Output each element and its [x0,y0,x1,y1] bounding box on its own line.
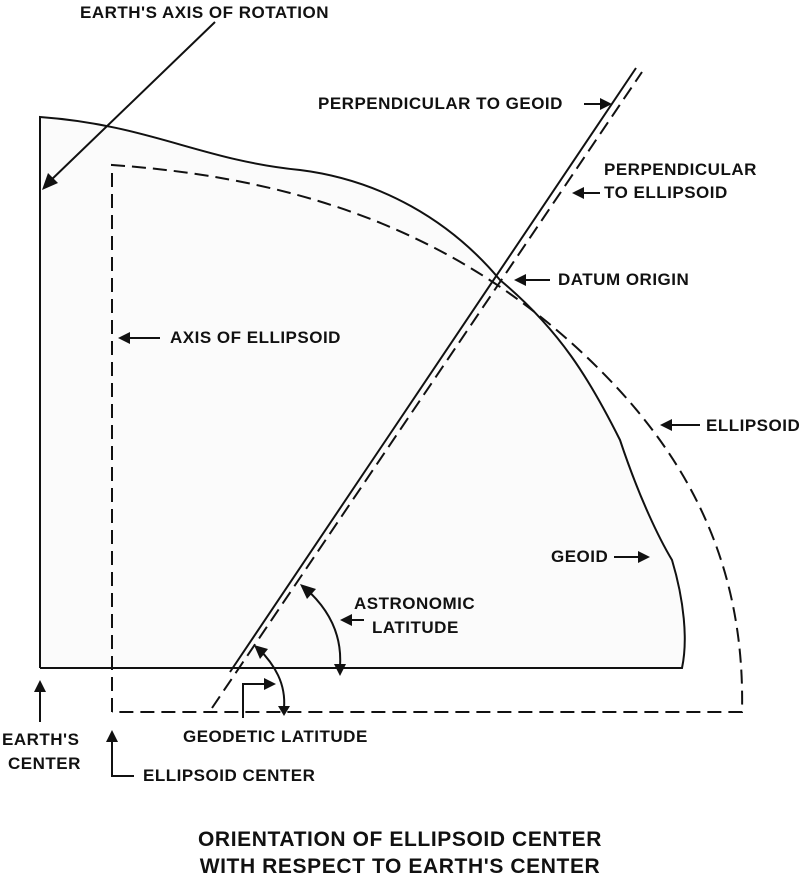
geoid-curve [39,115,686,669]
perp-ellipsoid-arrowhead [572,187,584,199]
diagram-title-line2: WITH RESPECT TO EARTH'S CENTER [199,855,601,878]
perpendicular-geoid-line [229,67,637,673]
geodetic-pointer-arrowhead [264,678,276,690]
label-geoid: GEOID [551,547,609,566]
astronomic-arrowhead [340,614,352,626]
earth-center-arrowhead [34,680,46,692]
label-astronomic-latitude-line2: LATITUDE [372,618,459,637]
diagram-title-line1: ORIENTATION OF ELLIPSOID CENTER [198,828,602,851]
ellipsoid-center-arrowhead [106,730,118,742]
label-ellipsoid-center: ELLIPSOID CENTER [143,766,316,785]
ellipsoid-arrowhead [660,419,672,431]
perpendicular-ellipsoid-line [211,71,643,709]
astronomic-arc-arrowhead-top [300,584,316,599]
perp-geoid-arrowhead [600,98,612,110]
ellipsoid-center-pointer [111,742,134,777]
label-perpendicular-ellipsoid-line1: PERPENDICULAR [604,160,757,179]
label-astronomic-latitude-line1: ASTRONOMIC [354,594,476,613]
label-datum-origin: DATUM ORIGIN [558,270,690,289]
geoid-region-fill [40,117,685,668]
label-earth-axis: EARTH'S AXIS OF ROTATION [80,3,330,22]
label-earth-center-line1: EARTH'S [2,730,80,749]
geodetic-arc-arrowhead-bottom [278,706,290,716]
earth-axis-arrowhead [42,173,58,190]
label-axis-of-ellipsoid: AXIS OF ELLIPSOID [170,328,341,347]
datum-origin-arrowhead [514,274,526,286]
earth-axis-pointer [47,21,216,184]
label-perpendicular-geoid: PERPENDICULAR TO GEOID [318,94,563,113]
astronomic-arc-arrowhead-bottom [334,664,346,676]
axis-ellipsoid-arrowhead [118,332,130,344]
ellipsoid-curve [111,163,744,713]
label-perpendicular-ellipsoid-line2: TO ELLIPSOID [604,183,728,202]
label-ellipsoid: ELLIPSOID [706,416,800,435]
label-geodetic-latitude: GEODETIC LATITUDE [183,727,368,746]
label-earth-center-line2: CENTER [8,754,81,773]
geodetic-pointer [242,683,268,718]
geoid-arrowhead [638,551,650,563]
geodetic-arc-arrowhead-top [254,645,268,659]
astronomic-latitude-arc [304,587,342,667]
